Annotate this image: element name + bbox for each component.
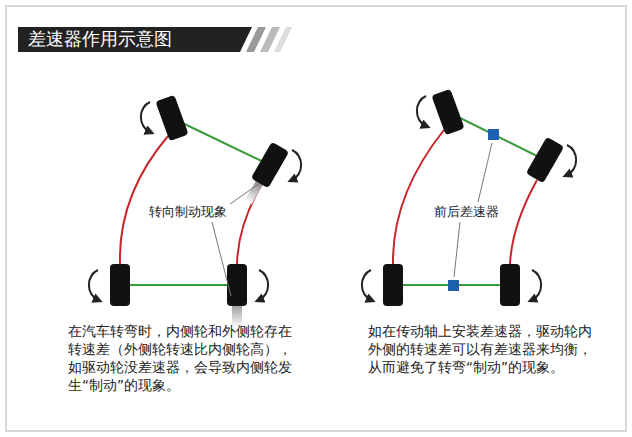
callout-label: 前后差速器 xyxy=(431,203,502,221)
frame xyxy=(6,6,626,431)
differential-square xyxy=(448,280,459,291)
title-band xyxy=(18,27,292,52)
left-car xyxy=(89,95,301,328)
callout-label: 转向制动现象 xyxy=(146,203,230,221)
right-car xyxy=(362,89,576,306)
caption-text: 在汽车转弯时，内侧轮和外侧轮存在转速差（外侧轮转速比内侧轮高），如驱动轮没差速器… xyxy=(68,322,294,394)
caption-text: 如在传动轴上安装差速器，驱动轮内外侧的转速差可以有差速器来均衡，从而避免了转弯“… xyxy=(368,322,594,376)
differential-square xyxy=(488,129,499,140)
title-text: 差速器作用示意图 xyxy=(28,27,172,51)
